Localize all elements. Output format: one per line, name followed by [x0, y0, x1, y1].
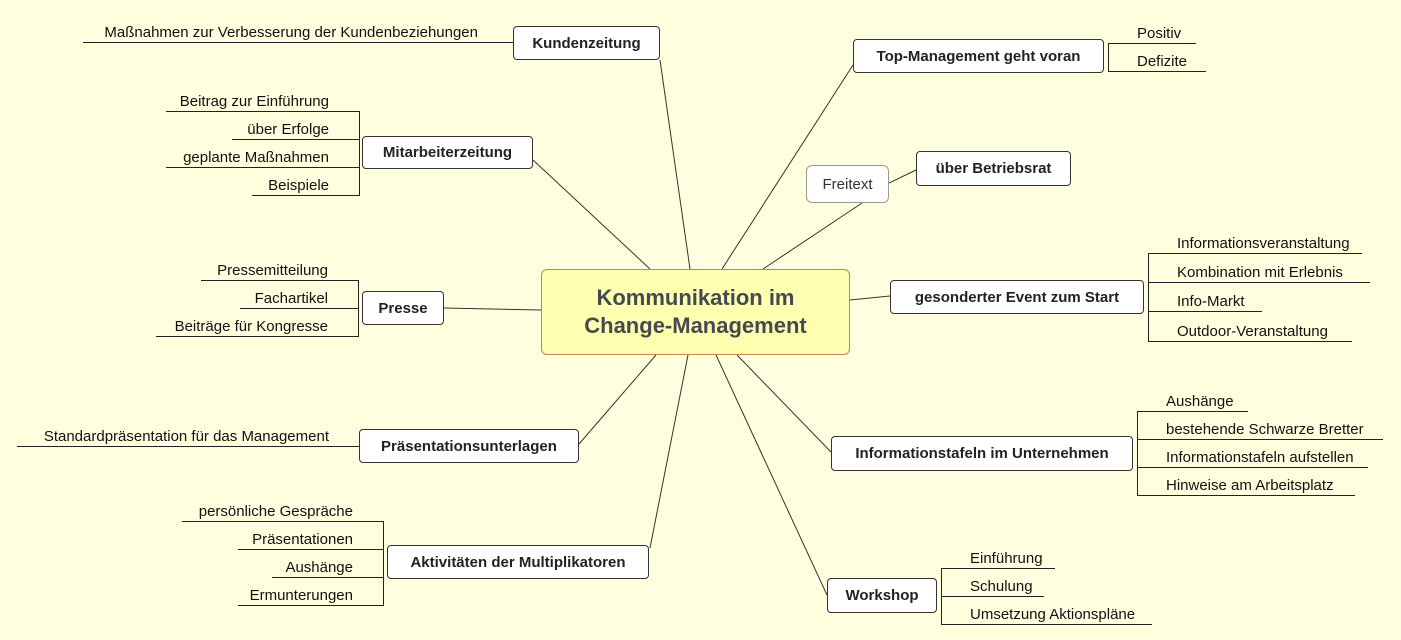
subtopic[interactable]: Aushänge — [1137, 394, 1248, 412]
subtopic[interactable]: Informationstafeln aufstellen — [1137, 450, 1368, 468]
topic-praesentationsunterlagen[interactable]: Präsentationsunterlagen — [359, 429, 579, 463]
subtopic[interactable]: Positiv — [1108, 26, 1196, 44]
bracket-line — [1148, 253, 1149, 342]
connector-event — [849, 295, 891, 301]
bracket-line — [383, 521, 384, 606]
subtopic[interactable]: Standardpräsentation für das Management — [17, 429, 359, 447]
connector-praesentation — [578, 354, 657, 445]
bracket-line — [1137, 411, 1138, 496]
subtopic[interactable]: Kombination mit Erlebnis — [1148, 265, 1370, 283]
central-topic-line1: Kommunikation im — [596, 285, 795, 310]
subtopic[interactable]: Hinweise am Arbeitsplatz — [1137, 478, 1355, 496]
connector-infotafeln — [736, 354, 832, 453]
subtopic[interactable]: geplante Maßnahmen — [166, 150, 359, 168]
subtopic[interactable]: Beispiele — [252, 178, 359, 196]
subtopic[interactable]: Ermunterungen — [238, 588, 383, 606]
topic-workshop[interactable]: Workshop — [827, 578, 937, 613]
subtopic[interactable]: persönliche Gespräche — [182, 504, 383, 522]
subtopic[interactable]: Pressemitteilung — [201, 263, 358, 281]
topic-multiplikatoren[interactable]: Aktivitäten der Multiplikatoren — [387, 545, 649, 579]
subtopic[interactable]: Umsetzung Aktionspläne — [941, 607, 1152, 625]
topic-presse[interactable]: Presse — [362, 291, 444, 325]
subtopic[interactable]: Informationsveranstaltung — [1148, 236, 1362, 254]
connector-kundenzeitung — [659, 59, 691, 270]
topic-betriebsrat[interactable]: über Betriebsrat — [916, 151, 1071, 186]
subtopic[interactable]: Präsentationen — [238, 532, 383, 550]
connector-workshop — [715, 354, 828, 596]
subtopic[interactable]: Info-Markt — [1148, 294, 1262, 312]
subtopic[interactable]: Aushänge — [272, 560, 383, 578]
central-topic[interactable]: Kommunikation im Change-Management — [541, 269, 850, 355]
bracket-line — [359, 111, 360, 196]
subtopic[interactable]: Einführung — [941, 551, 1055, 569]
subtopic[interactable]: Maßnahmen zur Verbesserung der Kundenbez… — [83, 25, 513, 43]
topic-event[interactable]: gesonderter Event zum Start — [890, 280, 1144, 314]
connector-multiplikatoren — [649, 354, 689, 549]
bracket-line — [358, 280, 359, 337]
connector-mitarbeiterzeitung — [532, 159, 651, 270]
bracket-line — [1108, 43, 1109, 72]
topic-informationstafeln[interactable]: Informationstafeln im Unternehmen — [831, 436, 1133, 471]
subtopic[interactable]: Schulung — [941, 579, 1044, 597]
connector-topmanagement — [721, 64, 854, 270]
subtopic[interactable]: bestehende Schwarze Bretter — [1137, 422, 1383, 440]
subtopic[interactable]: Fachartikel — [240, 291, 358, 309]
topic-kundenzeitung[interactable]: Kundenzeitung — [513, 26, 660, 60]
subtopic[interactable]: Beitrag zur Einführung — [166, 94, 359, 112]
central-topic-line2: Change-Management — [584, 313, 807, 338]
subtopic[interactable]: Outdoor-Veranstaltung — [1148, 324, 1352, 342]
topic-top-management[interactable]: Top-Management geht voran — [853, 39, 1104, 73]
connector-betriebsrat — [888, 169, 917, 184]
subtopic[interactable]: über Erfolge — [232, 122, 359, 140]
connector-freitext — [762, 202, 863, 270]
subtopic[interactable]: Beiträge für Kongresse — [156, 319, 358, 337]
connector-presse — [443, 307, 542, 311]
freitext-note[interactable]: Freitext — [806, 165, 889, 203]
topic-mitarbeiterzeitung[interactable]: Mitarbeiterzeitung — [362, 136, 533, 169]
subtopic[interactable]: Defizite — [1108, 54, 1206, 72]
